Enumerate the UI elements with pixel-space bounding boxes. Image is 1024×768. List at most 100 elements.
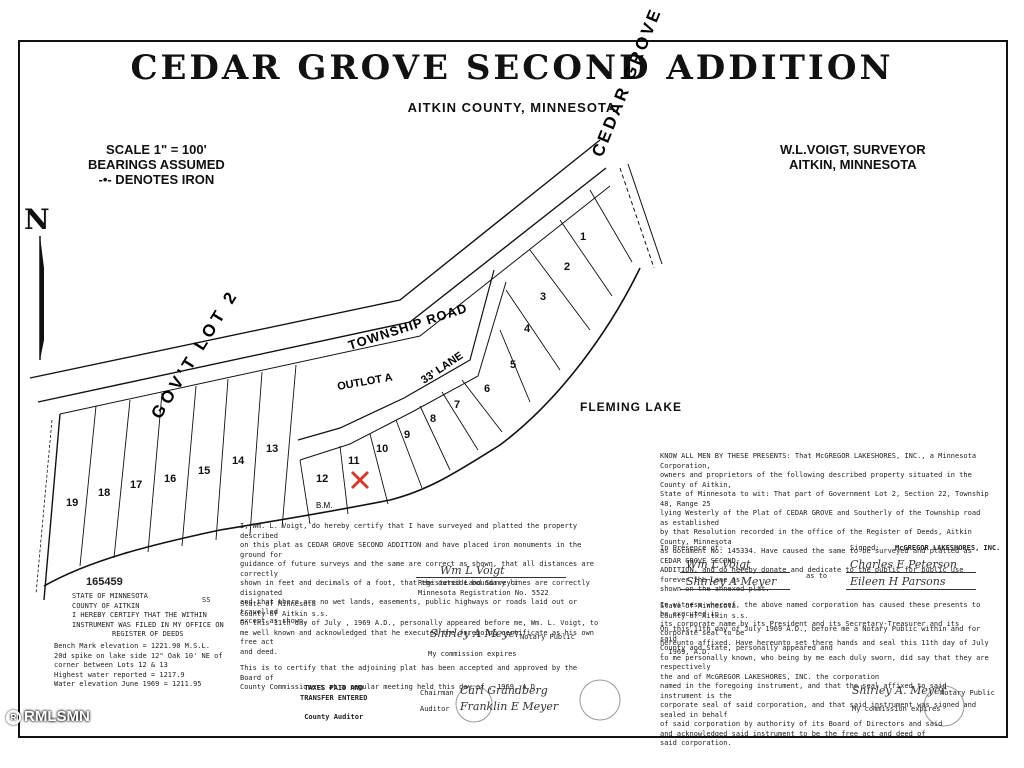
scale-line: SCALE 1" = 100' bbox=[106, 142, 207, 157]
in-presence-label: In Presence of: bbox=[660, 544, 724, 552]
lot-12: 12 bbox=[316, 473, 328, 485]
bench-line: Bench Mark elevation = 1221.90 M.S.L. bbox=[54, 642, 210, 650]
corp-ack-line: State of Minnesota bbox=[660, 602, 736, 610]
corp-ack-line: On this 11th day of July 1969 A.D., befo… bbox=[660, 625, 981, 643]
ack-line: State of Minnesota bbox=[240, 600, 316, 608]
corporate-seal-icon bbox=[579, 679, 621, 721]
chairman-label: Chairman bbox=[420, 689, 454, 697]
filing-instrument: INSTRUMENT WAS FILED IN MY OFFICE ON bbox=[72, 620, 224, 629]
lot-15: 15 bbox=[198, 465, 210, 477]
witness-1-signature: Wm L Voigt bbox=[686, 558, 751, 571]
lot-numbers: 19 18 17 16 15 14 13 12 11 10 9 8 7 6 5 … bbox=[66, 231, 586, 509]
filing-ss: SS bbox=[202, 596, 211, 604]
corp-ack-line: County and State, personally appeared an… bbox=[660, 644, 833, 652]
notary-seal-icon bbox=[923, 685, 965, 727]
lot-1: 1 bbox=[580, 231, 586, 243]
board-line: County Commissioners at a regular meetin… bbox=[240, 683, 540, 691]
registration-title: Registered Land Surveyor bbox=[418, 579, 520, 587]
lot-5: 5 bbox=[510, 359, 516, 371]
board-certificate: This is to certify that the adjoining pl… bbox=[240, 664, 600, 693]
lot-11: 11 bbox=[348, 455, 360, 467]
outlot-label: OUTLOT A bbox=[336, 371, 393, 393]
dedication-line: In witness whereof, the above named corp… bbox=[660, 600, 981, 619]
bench-mark-label: B.M. bbox=[316, 501, 332, 510]
watermark-logo-icon: R bbox=[6, 710, 21, 725]
board-line: This is to certify that the adjoining pl… bbox=[240, 664, 578, 682]
notary-right-expires: My commission expires bbox=[852, 705, 941, 713]
dedication-line: State of Minnesota to wit: That part of … bbox=[660, 490, 989, 508]
corporate-acknowledgment: State of Minnesota County of Aitkin s.s.… bbox=[660, 602, 990, 749]
signer-1-line bbox=[846, 572, 976, 573]
filing-stamp: STATE OF MINNESOTA COUNTY OF AITKIN SS I… bbox=[72, 592, 224, 640]
cedar-grove-label: CEDAR GROVE bbox=[588, 4, 665, 159]
lot-4: 4 bbox=[524, 323, 531, 335]
auditor-label: Auditor bbox=[420, 705, 450, 713]
plat-subtitle: AITKIN COUNTY, MINNESOTA bbox=[407, 100, 617, 115]
notary-left-label: Notary Public bbox=[520, 633, 575, 641]
corp-ack-line: to me personally known, who being by me … bbox=[660, 653, 989, 672]
lot-7: 7 bbox=[454, 399, 460, 411]
lot-13: 13 bbox=[266, 443, 278, 455]
company-name: McGREGOR LAKESHORES, INC. bbox=[895, 544, 1001, 552]
lot-18: 18 bbox=[98, 487, 110, 499]
surveyor-sig-line bbox=[416, 577, 566, 578]
lot-8: 8 bbox=[430, 413, 436, 425]
corp-ack-line: and acknowledged said instrument to be t… bbox=[660, 729, 926, 738]
dedication-line: hereunto affixed. Have hereunto set ther… bbox=[660, 638, 989, 657]
bench-line: 20d spike on lake side 12" Oak 10' NE of bbox=[54, 651, 223, 660]
ack-line: me well known and acknowledged that he e… bbox=[240, 628, 595, 647]
filing-county: COUNTY OF AITKIN bbox=[72, 601, 140, 610]
auditor-signature: Franklin E Meyer bbox=[460, 700, 559, 713]
corp-ack-line: named in the foregoing instrument, and t… bbox=[660, 682, 947, 700]
surveyor-acknowledgment: State of Minnesota County of Aitkin s.s.… bbox=[240, 600, 600, 657]
cert-line: and that there are no wet lands, easemen… bbox=[240, 598, 578, 616]
lot-2: 2 bbox=[564, 261, 570, 273]
dedication-line: as document No. 145334. Have caused the … bbox=[660, 547, 972, 565]
lot-6: 6 bbox=[484, 383, 490, 395]
lane-label: 33' LANE bbox=[419, 350, 465, 387]
lot-17: 17 bbox=[130, 479, 142, 491]
iron-legend-line: -•- DENOTES IRON bbox=[98, 172, 215, 187]
corp-ack-line: corporate seal of said corporation, and … bbox=[660, 701, 977, 719]
north-arrow-icon bbox=[39, 236, 44, 360]
notary-left-expires: My commission expires bbox=[428, 650, 517, 658]
taxes-auditor: County Auditor bbox=[304, 713, 364, 721]
lot-16: 16 bbox=[164, 473, 176, 485]
signed-label: Signed: bbox=[850, 544, 880, 552]
notary-left-signature: Shirley A Meyer bbox=[430, 627, 521, 640]
ack-line: and deed. bbox=[240, 647, 278, 656]
lot-19: 19 bbox=[66, 497, 78, 509]
chairman-signature: Carl Grandberg bbox=[460, 684, 548, 697]
plat-title: CEDAR GROVE SECOND ADDITION bbox=[130, 48, 894, 88]
dedication-text: KNOW ALL MEN BY THESE PRESENTS: That McG… bbox=[660, 452, 990, 658]
signer-1-signature: Charles E Peterson bbox=[850, 558, 957, 571]
fleming-lake-label: FLEMING LAKE bbox=[580, 400, 682, 414]
north-label: N bbox=[24, 203, 50, 236]
dedication-line: ADDITION, and do hereby donate and dedic… bbox=[660, 566, 964, 584]
filing-certify: I HEREBY CERTIFY THAT THE WITHIN bbox=[72, 611, 207, 619]
notary-right-signature: Shirley A. Meyer bbox=[852, 684, 946, 697]
filing-state: STATE OF MINNESOTA bbox=[72, 592, 148, 600]
cert-line: shown in feet and decimals of a foot, th… bbox=[240, 579, 590, 597]
corp-ack-line: the and of McGREGOR LAKESHORES, INC. the… bbox=[660, 672, 880, 681]
corp-ack-line: of said corporation by authority of its … bbox=[660, 720, 943, 728]
registration-number: Minnesota Registration No. 5522 bbox=[418, 588, 549, 597]
bench-mark-notes: Bench Mark elevation = 1221.90 M.S.L. 20… bbox=[54, 642, 223, 690]
surveyor-signature: Wm L Voigt bbox=[440, 564, 505, 577]
dedication-line: by that Resolution recorded in the offic… bbox=[660, 528, 972, 546]
bearings-line: BEARINGS ASSUMED bbox=[88, 157, 225, 172]
ack-line: County of Aitkin s.s. bbox=[240, 609, 329, 618]
signer-2-line bbox=[846, 589, 976, 590]
signer-2-signature: Eileen H Parsons bbox=[850, 575, 946, 588]
taxes-stamp: TAXES PAID AND TRANSFER ENTERED County A… bbox=[300, 684, 367, 723]
corp-ack-line: said corporation. bbox=[660, 739, 732, 747]
cert-line: I, Wm. L. Voigt, do hereby certify that … bbox=[240, 522, 578, 540]
watermark-text: RMLSMN bbox=[24, 708, 90, 725]
corp-ack-line: County of Aitkin s.s. bbox=[660, 611, 749, 620]
county-seal-icon bbox=[455, 685, 493, 723]
plat-sheet-border bbox=[18, 40, 1008, 738]
surveyor-block: W.L.VOIGT, SURVEYOR AITKIN, MINNESOTA bbox=[780, 142, 926, 172]
cert-line: except as shown. bbox=[240, 617, 308, 625]
